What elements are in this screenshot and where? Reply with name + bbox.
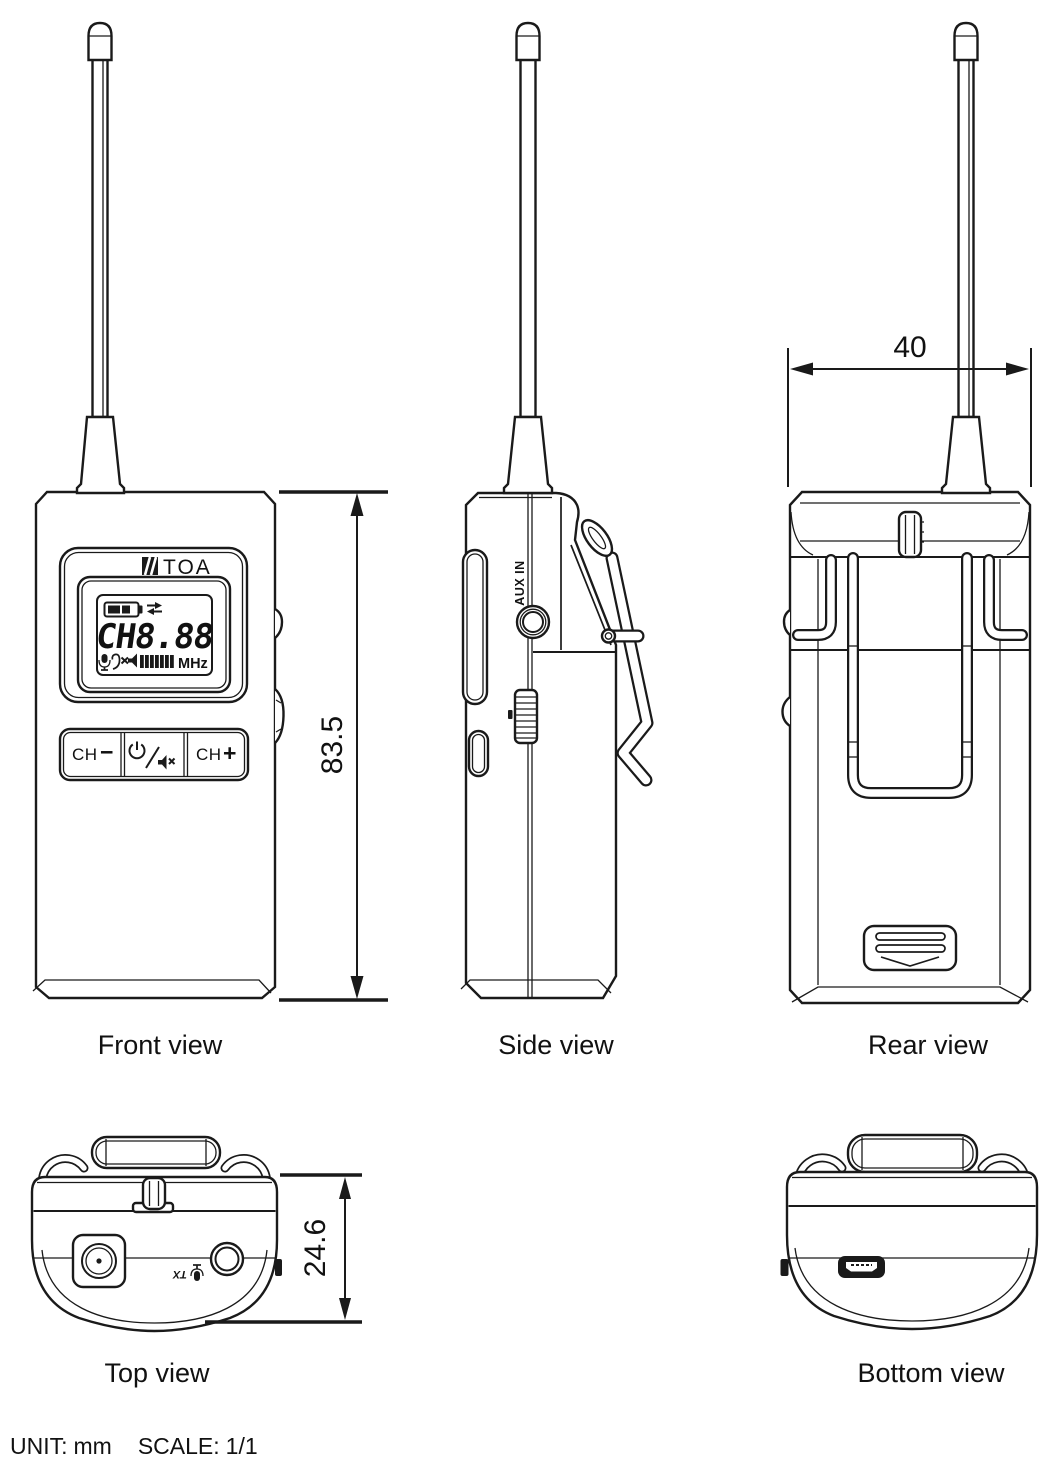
antenna-base xyxy=(75,415,126,495)
lcd-channel-readout: CH8.88 xyxy=(93,617,215,657)
power-mute-button[interactable] xyxy=(128,741,176,770)
depth-dimension-value: 24.6 xyxy=(299,1219,332,1277)
antenna-mount xyxy=(71,1233,127,1289)
height-dimension-value: 83.5 xyxy=(316,716,349,774)
ear-icon xyxy=(111,653,121,670)
slash-icon xyxy=(145,746,160,769)
signal-bars-icon xyxy=(140,655,174,668)
aux-jack-bump xyxy=(274,607,284,639)
button-row: CH − CH + xyxy=(58,727,250,782)
ch-down-button[interactable]: CH − xyxy=(72,739,113,765)
aux-jack-bump xyxy=(782,609,791,636)
rear-bottom-band xyxy=(791,986,1029,1003)
dimension-width: 40 xyxy=(787,331,1032,487)
antenna-cap xyxy=(87,21,113,62)
ch-up-button[interactable]: CH + xyxy=(196,740,236,766)
antenna xyxy=(940,21,992,495)
side-view-label: Side view xyxy=(498,1030,614,1060)
mute-speaker-icon xyxy=(120,653,137,668)
antenna xyxy=(75,21,126,495)
ch-up-label: CH xyxy=(196,745,222,764)
bottom-view xyxy=(780,1133,1039,1331)
brand-logo: TOA xyxy=(142,556,212,579)
clip-pivot-pin xyxy=(600,628,645,644)
dimension-depth: 24.6 xyxy=(205,1173,362,1324)
lcd-screen xyxy=(96,594,213,676)
brand-text: TOA xyxy=(163,556,212,579)
width-dimension-value: 40 xyxy=(893,331,926,364)
earphone-jack[interactable] xyxy=(209,1241,245,1277)
scale-value: 1/1 xyxy=(226,1433,258,1459)
top-view: TX xyxy=(30,1135,282,1333)
rear-view-label: Rear view xyxy=(868,1030,989,1060)
antenna-shaft xyxy=(91,56,109,419)
bezel-profile xyxy=(461,548,489,706)
belt-clip xyxy=(580,518,654,787)
minus-icon: − xyxy=(100,739,113,765)
battery-level-icon xyxy=(103,601,143,618)
dimension-height: 83.5 xyxy=(279,490,388,1002)
belt-clip xyxy=(792,552,1028,799)
clip-anchor xyxy=(897,510,924,559)
side-view: AUX IN xyxy=(460,21,654,1000)
power-icon xyxy=(128,741,146,760)
side-body xyxy=(464,491,618,1000)
sync-arrows-icon xyxy=(147,602,162,615)
front-view-label: Front view xyxy=(98,1030,223,1060)
volume-wheel-bump xyxy=(781,696,791,727)
battery-cover[interactable] xyxy=(862,924,958,972)
volume-wheel[interactable] xyxy=(508,688,539,745)
front-view: TOA CH8.88 xyxy=(32,21,285,1000)
aux-in-label: AUX IN xyxy=(513,560,527,605)
clip-anchor xyxy=(131,1176,175,1214)
slide-arrow-icon xyxy=(880,956,940,967)
unit-value: mm xyxy=(74,1433,112,1459)
footer-note: UNIT:mm SCALE:1/1 xyxy=(10,1433,258,1459)
mute-speaker-icon xyxy=(158,755,176,770)
wheel-tab xyxy=(780,1259,789,1276)
mic-icon xyxy=(98,654,111,671)
ch-down-label: CH xyxy=(72,745,98,764)
lcd-unit-label: MHz xyxy=(178,656,208,672)
antenna xyxy=(502,21,554,495)
top-body xyxy=(30,1175,279,1333)
rear-view xyxy=(781,21,1032,1005)
top-view-label: Top view xyxy=(104,1358,210,1388)
micro-usb-port-icon[interactable] xyxy=(838,1256,885,1278)
mic-icon xyxy=(190,1264,204,1281)
aux-in-jack[interactable] xyxy=(515,604,551,640)
tx-label: TX xyxy=(172,1268,187,1280)
bottom-body xyxy=(785,1170,1039,1331)
volume-wheel-bump xyxy=(274,688,285,744)
side-button[interactable] xyxy=(467,729,490,778)
scale-label: SCALE: xyxy=(138,1433,220,1459)
unit-label: UNIT: xyxy=(10,1433,68,1459)
wheel-tab xyxy=(275,1259,282,1276)
bottom-view-label: Bottom view xyxy=(857,1358,1005,1388)
plus-icon: + xyxy=(223,740,236,766)
front-bottom-band xyxy=(32,979,272,994)
